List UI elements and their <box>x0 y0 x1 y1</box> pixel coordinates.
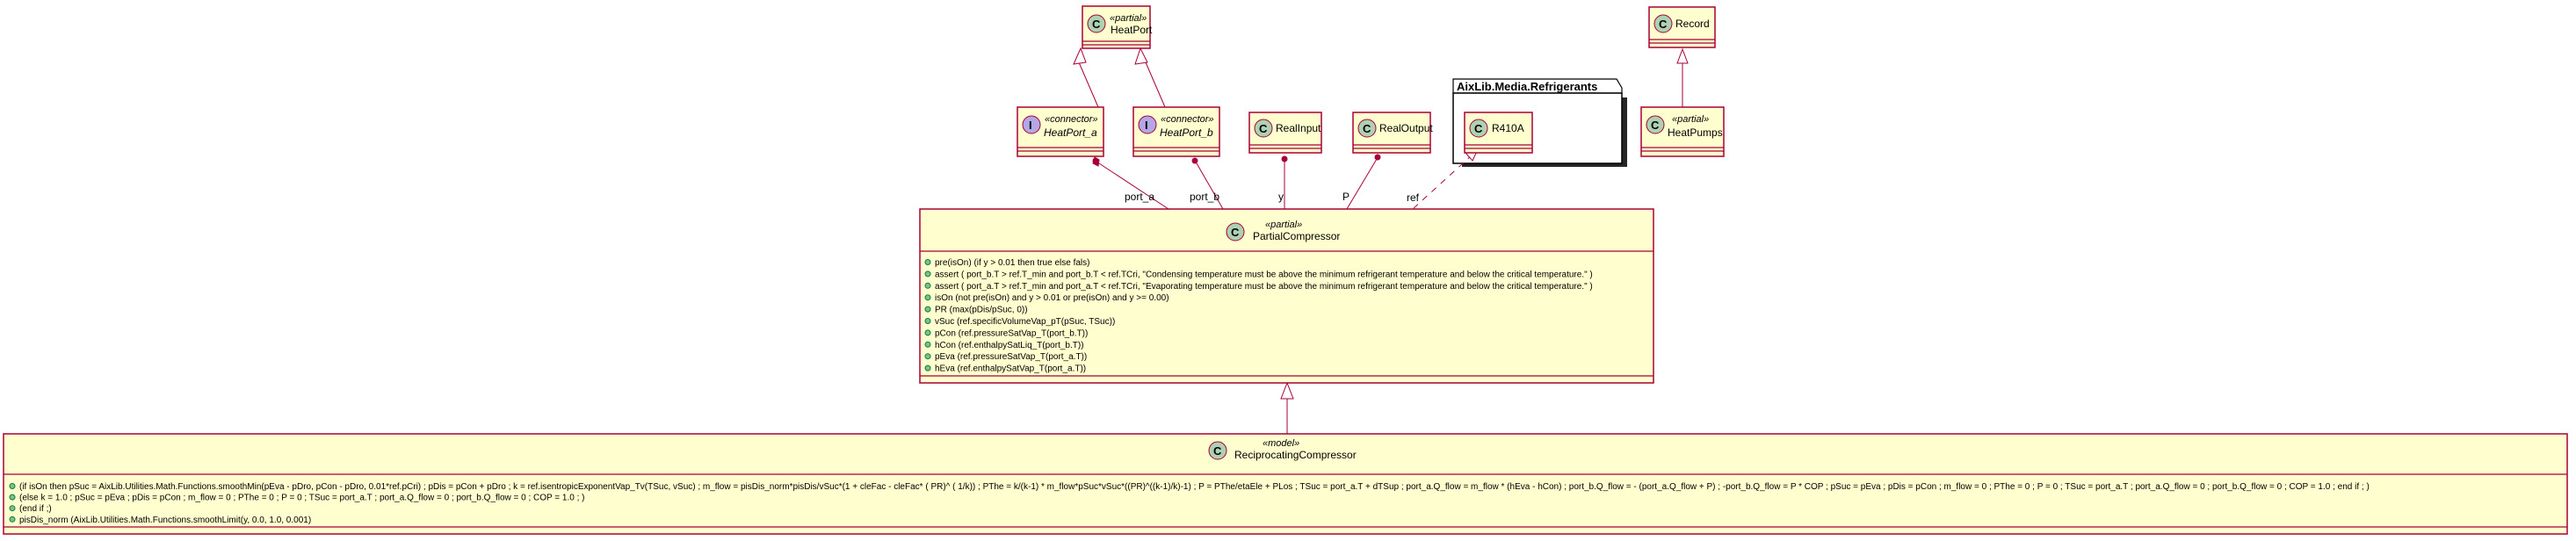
svg-text:C: C <box>1092 18 1101 31</box>
svg-text:C: C <box>1231 226 1240 239</box>
public-visibility-icon <box>924 364 931 371</box>
attribute-line: vSuc (ref.specificVolumeVap_pT(pSuc, TSu… <box>935 317 1115 327</box>
public-visibility-icon <box>924 270 931 278</box>
heatpumps-name: HeatPumps <box>1668 126 1723 139</box>
public-visibility-icon <box>924 329 931 336</box>
class-reciprocating-compressor[interactable]: C «model» ReciprocatingCompressor (if is… <box>3 433 2568 535</box>
class-realinput[interactable]: C RealInput <box>1248 112 1322 154</box>
edge-label-port-a: port_a <box>1125 191 1154 203</box>
attribute-line: hEva (ref.enthalpySatVap_T(port_a.T)) <box>935 364 1086 374</box>
realinput-name: RealInput <box>1276 122 1321 134</box>
attribute-line: hCon (ref.enthalpySatLiq_T(port_b.T)) <box>935 341 1084 350</box>
public-visibility-icon <box>924 259 931 265</box>
r410a-name: R410A <box>1492 122 1524 134</box>
realoutput-name: RealOutput <box>1379 122 1433 134</box>
svg-text:I: I <box>1145 119 1148 132</box>
attribute-line: pCon (ref.pressureSatVap_T(port_b.T)) <box>935 328 1088 338</box>
heatport-a-name: HeatPort_a <box>1044 126 1097 139</box>
class-c-icon <box>1087 14 1106 33</box>
attribute-line: (else k = 1.0 ; pSuc = pEva ; pDis = pCo… <box>19 494 585 503</box>
class-c-icon <box>1653 14 1673 33</box>
svg-text:C: C <box>1213 444 1222 458</box>
public-visibility-icon <box>9 505 16 512</box>
svg-text:C: C <box>1659 18 1668 31</box>
class-r410a[interactable]: C R410A <box>1464 112 1533 154</box>
interface-i-icon <box>1022 115 1041 134</box>
attribute-line: assert ( port_b.T > ref.T_min and port_b… <box>935 270 1593 279</box>
reciprocating-compressor-name: ReciprocatingCompressor <box>1234 449 1357 461</box>
heatport-b-name: HeatPort_b <box>1160 126 1213 139</box>
class-heatport[interactable]: C «partial» HeatPort <box>1082 5 1153 49</box>
class-c-icon <box>1646 115 1665 134</box>
svg-text:C: C <box>1474 122 1483 135</box>
svg-text:C: C <box>1651 119 1660 132</box>
class-realoutput[interactable]: C RealOutput <box>1352 112 1433 154</box>
attribute-line: PR (max(pDis/pSuc, 0)) <box>935 306 1028 315</box>
edge-label-ref: ref <box>1407 191 1420 204</box>
class-c-icon <box>1208 441 1227 460</box>
svg-text:I: I <box>1029 119 1032 132</box>
interface-i-icon <box>1138 115 1157 134</box>
public-visibility-icon <box>924 318 931 324</box>
public-visibility-icon <box>924 306 931 313</box>
public-visibility-icon <box>9 516 16 523</box>
partial-compressor-name: PartialCompressor <box>1253 230 1340 242</box>
attribute-line: pisDis_norm (AixLib.Utilities.Math.Funct… <box>19 516 311 525</box>
svg-text:C: C <box>1259 122 1268 135</box>
reciprocating-compressor-attributes: (if isOn then pSuc = AixLib.Utilities.Ma… <box>9 482 2370 525</box>
public-visibility-icon <box>924 294 931 301</box>
interface-heatport-b[interactable]: I «connector» HeatPort_b <box>1132 106 1220 157</box>
attribute-line: (end if ;) <box>19 504 52 514</box>
heatport-stereotype: «partial» <box>1110 13 1147 24</box>
public-visibility-icon <box>924 341 931 348</box>
attribute-line: pEva (ref.pressureSatVap_T(port_a.T)) <box>935 352 1087 362</box>
attribute-line: assert ( port_a.T > ref.T_min and port_a… <box>935 282 1593 292</box>
edge-label-port-b: port_b <box>1190 191 1219 203</box>
svg-text:C: C <box>1363 122 1371 135</box>
class-partial-compressor[interactable]: C «partial» PartialCompressor pre(isOn) … <box>919 208 1654 384</box>
public-visibility-icon <box>924 353 931 360</box>
class-c-icon <box>1469 119 1488 138</box>
public-visibility-icon <box>9 494 16 501</box>
attribute-line: pre(isOn) (if y > 0.01 then true else fa… <box>935 258 1089 268</box>
public-visibility-icon <box>9 483 16 489</box>
record-name: Record <box>1675 18 1710 30</box>
attribute-line: isOn (not pre(isOn) and y > 0.01 or pre(… <box>935 293 1169 303</box>
package-title: AixLib.Media.Refrigerants <box>1457 80 1597 93</box>
partial-compressor-stereotype: «partial» <box>1265 220 1302 230</box>
edge-label-y: y <box>1278 191 1284 203</box>
partial-compressor-attributes: pre(isOn) (if y > 0.01 then true else fa… <box>924 258 1593 374</box>
heatpumps-stereotype: «partial» <box>1672 114 1709 125</box>
public-visibility-icon <box>924 282 931 289</box>
class-heatpumps[interactable]: C «partial» HeatPumps <box>1640 106 1725 157</box>
interface-heatport-a[interactable]: I «connector» HeatPort_a <box>1017 106 1104 157</box>
class-c-icon <box>1357 119 1377 138</box>
heatport-b-stereotype: «connector» <box>1161 114 1214 125</box>
class-c-icon <box>1254 119 1273 138</box>
edge-label-p: P <box>1342 191 1350 203</box>
reciprocating-compressor-stereotype: «model» <box>1263 438 1299 449</box>
attribute-line: (if isOn then pSuc = AixLib.Utilities.Ma… <box>19 482 2370 492</box>
class-record[interactable]: C Record <box>1648 6 1716 48</box>
heatport-a-stereotype: «connector» <box>1045 114 1098 125</box>
heatport-name: HeatPort <box>1111 24 1153 36</box>
class-c-icon <box>1226 222 1245 242</box>
